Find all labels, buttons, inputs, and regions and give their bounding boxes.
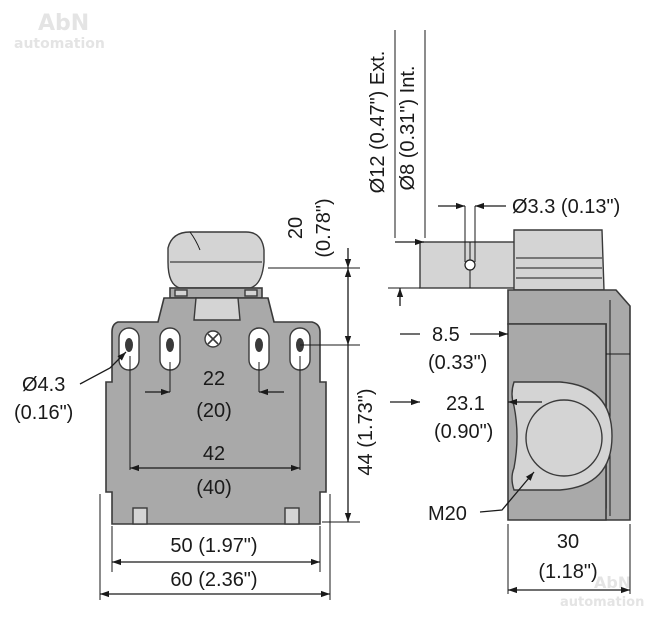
width-outer-label: 60 (2.36") (170, 569, 257, 591)
svg-text:AbN: AbN (38, 11, 89, 36)
svg-text:automation: automation (14, 36, 105, 52)
side-view: Ø12 (0.47") Ext. Ø8 (0.31") Int. Ø3.3 (0… (367, 30, 631, 594)
cover-screw-icon (204, 330, 222, 348)
total-height-label: 44 (1.73") (355, 388, 377, 475)
m20-thread-icon (525, 399, 603, 477)
width-inner-label: 50 (1.97") (170, 535, 257, 557)
depth-label: 30 (557, 531, 579, 553)
inner-pitch-alt-label: (20) (196, 400, 232, 422)
outer-pitch-alt-label: (40) (196, 477, 232, 499)
head-height-in-label: (0.78") (313, 198, 335, 257)
hole-dia-label: Ø4.3 (22, 374, 65, 396)
offset-label: 8.5 (432, 324, 460, 346)
inner-pitch-label: 22 (203, 368, 225, 390)
pin-dia-label: Ø3.3 (0.13") (512, 196, 620, 218)
axis-in-label: (0.90") (434, 421, 493, 443)
axis-label: 23.1 (446, 393, 485, 415)
side-head (513, 229, 605, 291)
svg-text:AbN: AbN (594, 573, 631, 592)
front-view: 22 (20) 42 (40) Ø4.3 (0.16") 50 (1.97") … (14, 198, 377, 600)
roller-head (167, 231, 265, 289)
plunger-block (193, 297, 241, 321)
watermark-top-left: AbN automation (14, 11, 105, 52)
head-height-label: 20 (285, 217, 307, 239)
hole-dia-in-label: (0.16") (14, 402, 73, 424)
thread-label: M20 (428, 503, 467, 525)
depth-in-label: (1.18") (538, 561, 597, 583)
int-dia-label: Ø8 (0.31") Int. (397, 66, 419, 191)
offset-in-label: (0.33") (428, 352, 487, 374)
ext-dia-label: Ø12 (0.47") Ext. (367, 51, 389, 194)
outer-pitch-label: 42 (203, 443, 225, 465)
svg-text:automation: automation (560, 595, 644, 610)
